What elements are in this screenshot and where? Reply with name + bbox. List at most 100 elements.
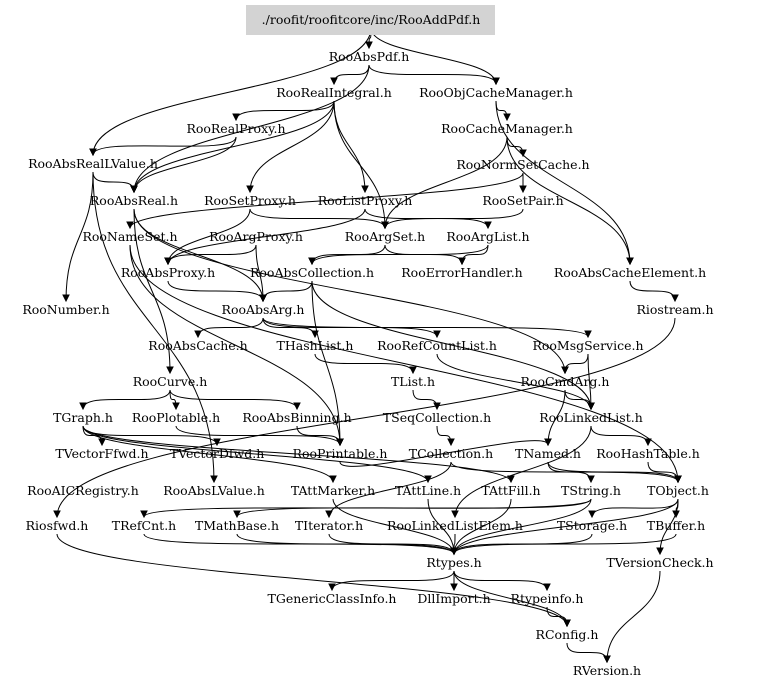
node-label: RooSetPair.h [482, 193, 563, 208]
graph-node[interactable]: TSeqCollection.h [383, 410, 491, 425]
graph-node[interactable]: TAttMarker.h [291, 483, 375, 498]
graph-node[interactable]: RooSetPair.h [482, 193, 563, 208]
edge-RooRealIntegral-to-RooAbsReal [133, 100, 335, 193]
graph-node[interactable]: Riosfwd.h [26, 518, 89, 533]
node-label: RooNormSetCache.h [456, 157, 589, 172]
graph-node[interactable]: RooCurve.h [133, 374, 208, 389]
graph-node[interactable]: RooAbsReal.h [90, 193, 178, 208]
graph-node[interactable]: TAttFill.h [481, 483, 540, 498]
edge-TSeqCollection-to-TCollection [436, 425, 452, 446]
graph-node[interactable]: DllImport.h [417, 591, 490, 606]
edge-TNamed-to-TObject [547, 461, 679, 483]
graph-node[interactable]: RooObjCacheManager.h [419, 85, 573, 100]
node-label: RooAbsArg.h [222, 302, 305, 317]
graph-node[interactable]: RooAbsLValue.h [163, 483, 265, 498]
node-label: RooArgProxy.h [209, 229, 303, 244]
graph-node[interactable]: TVersionCheck.h [606, 555, 713, 570]
graph-node[interactable]: RooAbsPdf.h [329, 49, 410, 64]
graph-node[interactable]: TGenericClassInfo.h [268, 591, 397, 606]
edge-RooRealProxy-to-RooAbsReal [133, 136, 237, 193]
graph-node[interactable]: TList.h [391, 374, 435, 389]
graph-node[interactable]: RooHashTable.h [596, 446, 700, 461]
arrowhead-icon [213, 438, 221, 447]
root-node[interactable]: ./roofit/roofitcore/inc/RooAddPdf.h [246, 5, 495, 35]
node-label: RooPrintable.h [293, 446, 388, 461]
graph-node[interactable]: TRefCnt.h [112, 518, 176, 533]
graph-node[interactable]: TAttLine.h [395, 483, 461, 498]
arrowhead-icon [674, 475, 682, 484]
graph-node[interactable]: RooRealProxy.h [186, 121, 285, 136]
arrowhead-icon [126, 221, 134, 230]
graph-node[interactable]: RooRealIntegral.h [276, 85, 392, 100]
graph-node[interactable]: TBuffer.h [647, 518, 705, 533]
node-label: TGraph.h [53, 410, 113, 425]
graph-node[interactable]: RooArgProxy.h [209, 229, 303, 244]
graph-node[interactable]: RooAbsArg.h [222, 302, 305, 317]
graph-node[interactable]: TGraph.h [53, 410, 113, 425]
edges-layer [53, 27, 682, 664]
graph-node[interactable]: TVectorDfwd.h [170, 446, 265, 461]
graph-node[interactable]: RooPrintable.h [293, 446, 388, 461]
arrowhead-icon [587, 475, 595, 484]
graph-node[interactable]: RooAbsCollection.h [250, 265, 374, 280]
arrowhead-icon [563, 619, 571, 628]
graph-node[interactable]: RooNameSet.h [82, 229, 177, 244]
arrowhead-icon [293, 402, 301, 411]
edge-TString-to-Rtypes [453, 498, 592, 555]
arrowhead-icon [361, 185, 369, 194]
node-label: RooLinkedListElem.h [387, 518, 523, 533]
root-node-box [246, 5, 495, 35]
graph-node[interactable]: RooAbsCacheElement.h [554, 265, 706, 280]
arrowhead-icon [172, 402, 180, 411]
graph-node[interactable]: Rtypeinfo.h [511, 591, 584, 606]
node-label: RooNameSet.h [82, 229, 177, 244]
graph-node[interactable]: TString.h [561, 483, 621, 498]
graph-node[interactable]: Rtypes.h [426, 555, 481, 570]
graph-node[interactable]: RooCacheManager.h [441, 121, 573, 136]
graph-node[interactable]: RooCmdArg.h [521, 374, 610, 389]
graph-node[interactable]: RConfig.h [536, 627, 599, 642]
graph-node[interactable]: RooNormSetCache.h [456, 157, 589, 172]
graph-node[interactable]: RooLinkedList.h [539, 410, 643, 425]
graph-node[interactable]: RooNumber.h [22, 302, 109, 317]
arrowhead-icon [330, 77, 338, 86]
graph-node[interactable]: TStorage.h [557, 518, 627, 533]
edge-TObject-to-TStorage [591, 498, 679, 518]
edge-TObject-to-TVersionCheck [659, 498, 679, 555]
graph-node[interactable]: RooAICRegistry.h [27, 483, 139, 498]
graph-node[interactable]: RooAbsProxy.h [121, 265, 215, 280]
graph-node[interactable]: RooAbsCache.h [148, 338, 247, 353]
graph-node[interactable]: TVectorFfwd.h [55, 446, 148, 461]
arrowhead-icon [656, 547, 664, 556]
graph-node[interactable]: TMathBase.h [195, 518, 279, 533]
arrowhead-icon [233, 510, 241, 519]
node-label: RooLinkedList.h [539, 410, 643, 425]
graph-node[interactable]: RooSetProxy.h [204, 193, 296, 208]
arrowhead-icon [584, 330, 592, 339]
graph-node[interactable]: TNamed.h [515, 446, 581, 461]
edge-Riostream-to-Riosfwd [56, 317, 676, 518]
graph-node[interactable]: TCollection.h [409, 446, 493, 461]
graph-node[interactable]: THashList.h [277, 338, 354, 353]
arrowhead-icon [164, 257, 172, 266]
edge-RooRealIntegral-to-RooSetProxy [249, 100, 335, 193]
graph-node[interactable]: RooAbsRealLValue.h [28, 156, 158, 171]
graph-node[interactable]: RooAbsBinning.h [242, 410, 351, 425]
graph-node[interactable]: RooPlotable.h [132, 410, 220, 425]
graph-node[interactable]: RVersion.h [573, 663, 641, 678]
arrowhead-icon [409, 366, 417, 375]
graph-node[interactable]: RooErrorHandler.h [401, 265, 522, 280]
graph-node[interactable]: RooListProxy.h [318, 193, 413, 208]
graph-node[interactable]: RooMsgService.h [532, 338, 643, 353]
node-label: TRefCnt.h [112, 518, 176, 533]
graph-node[interactable]: TObject.h [647, 483, 709, 498]
graph-node[interactable]: RooRefCountList.h [377, 338, 497, 353]
arrowhead-icon [458, 257, 466, 266]
graph-node[interactable]: RooArgSet.h [345, 229, 425, 244]
graph-node[interactable]: RooLinkedListElem.h [387, 518, 523, 533]
edge-RooAbsPdf-to-RooAbsReal [133, 64, 370, 193]
graph-node[interactable]: TIterator.h [295, 518, 363, 533]
graph-node[interactable]: Riostream.h [636, 302, 713, 317]
graph-node[interactable]: RooArgList.h [446, 229, 529, 244]
node-label: TCollection.h [409, 446, 493, 461]
